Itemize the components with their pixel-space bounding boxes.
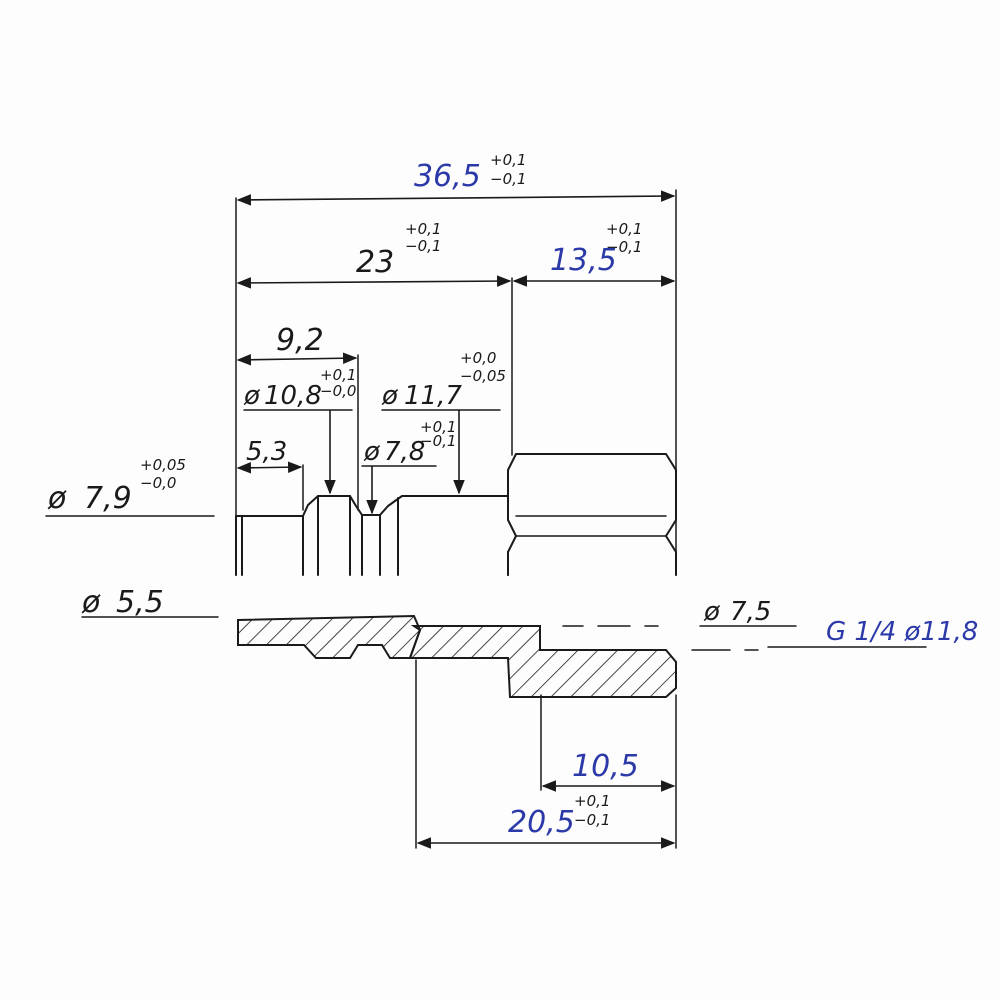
dimension-lines [236, 190, 676, 849]
dia-10-8-label: ø 10,8 +0,1 −0,0 [243, 366, 356, 411]
svg-text:5,3: 5,3 [246, 437, 287, 467]
section-view [237, 614, 759, 698]
svg-text:5,5: 5,5 [116, 585, 164, 620]
leader-lines [45, 409, 927, 648]
svg-text:36,5: 36,5 [414, 159, 481, 194]
svg-text:+0,0: +0,0 [460, 349, 496, 367]
svg-text:7,8: 7,8 [384, 437, 425, 467]
part-outline [235, 453, 677, 576]
svg-text:10,8: 10,8 [264, 381, 322, 411]
svg-text:−0,1: −0,1 [606, 238, 642, 256]
svg-text:−0,1: −0,1 [420, 432, 456, 450]
dia-5-5-label: ø 5,5 [81, 585, 164, 620]
svg-text:+0,1: +0,1 [606, 220, 642, 238]
dia-7-8-label: ø 7,8 +0,1 −0,1 [363, 418, 456, 467]
step-pos-label: 5,3 [246, 437, 287, 467]
thread-label: G 1/4 ø11,8 [826, 617, 978, 647]
svg-text:+0,1: +0,1 [320, 366, 356, 384]
svg-text:+0,1: +0,1 [405, 220, 441, 238]
svg-text:−0,1: −0,1 [490, 170, 526, 188]
svg-text:+0,05: +0,05 [140, 456, 186, 474]
dia-11-7-label: ø 11,7 +0,0 −0,05 [381, 349, 506, 411]
svg-text:ø: ø [703, 597, 721, 627]
svg-text:11,7: 11,7 [404, 381, 462, 411]
svg-text:ø: ø [381, 381, 399, 411]
groove-pos-label: 9,2 [276, 323, 324, 358]
svg-text:7,9: 7,9 [84, 481, 132, 516]
svg-text:ø: ø [363, 437, 381, 467]
svg-text:−0,05: −0,05 [460, 367, 506, 385]
dia-7-9-label: ø 7,9 +0,05 −0,0 [47, 456, 186, 516]
svg-text:9,2: 9,2 [276, 323, 324, 358]
bottom-length-label: 20,5 +0,1 −0,1 [508, 792, 610, 840]
svg-text:+0,1: +0,1 [574, 792, 610, 810]
svg-text:ø: ø [47, 481, 67, 516]
svg-text:G 1/4 ø11,8: G 1/4 ø11,8 [826, 617, 978, 647]
svg-text:13,5: 13,5 [550, 243, 617, 278]
bore-depth-label: 10,5 [572, 749, 639, 784]
svg-text:+0,1: +0,1 [420, 418, 456, 436]
svg-text:−0,0: −0,0 [140, 474, 176, 492]
svg-text:ø: ø [81, 585, 101, 620]
dia-7-5-label: ø 7,5 [703, 597, 771, 627]
left-length-label: 23 +0,1 −0,1 [356, 220, 441, 280]
svg-text:23: 23 [356, 245, 394, 280]
svg-text:+0,1: +0,1 [490, 151, 526, 169]
svg-text:20,5: 20,5 [508, 805, 575, 840]
svg-text:10,5: 10,5 [572, 749, 639, 784]
svg-text:7,5: 7,5 [730, 597, 771, 627]
svg-text:−0,1: −0,1 [405, 237, 441, 255]
svg-text:−0,1: −0,1 [574, 811, 610, 829]
svg-text:ø: ø [243, 381, 261, 411]
hex-length-label: 13,5 +0,1 −0,1 [550, 220, 642, 278]
svg-text:−0,0: −0,0 [320, 382, 356, 400]
overall-length-label: 36,5 +0,1 −0,1 [414, 151, 526, 194]
